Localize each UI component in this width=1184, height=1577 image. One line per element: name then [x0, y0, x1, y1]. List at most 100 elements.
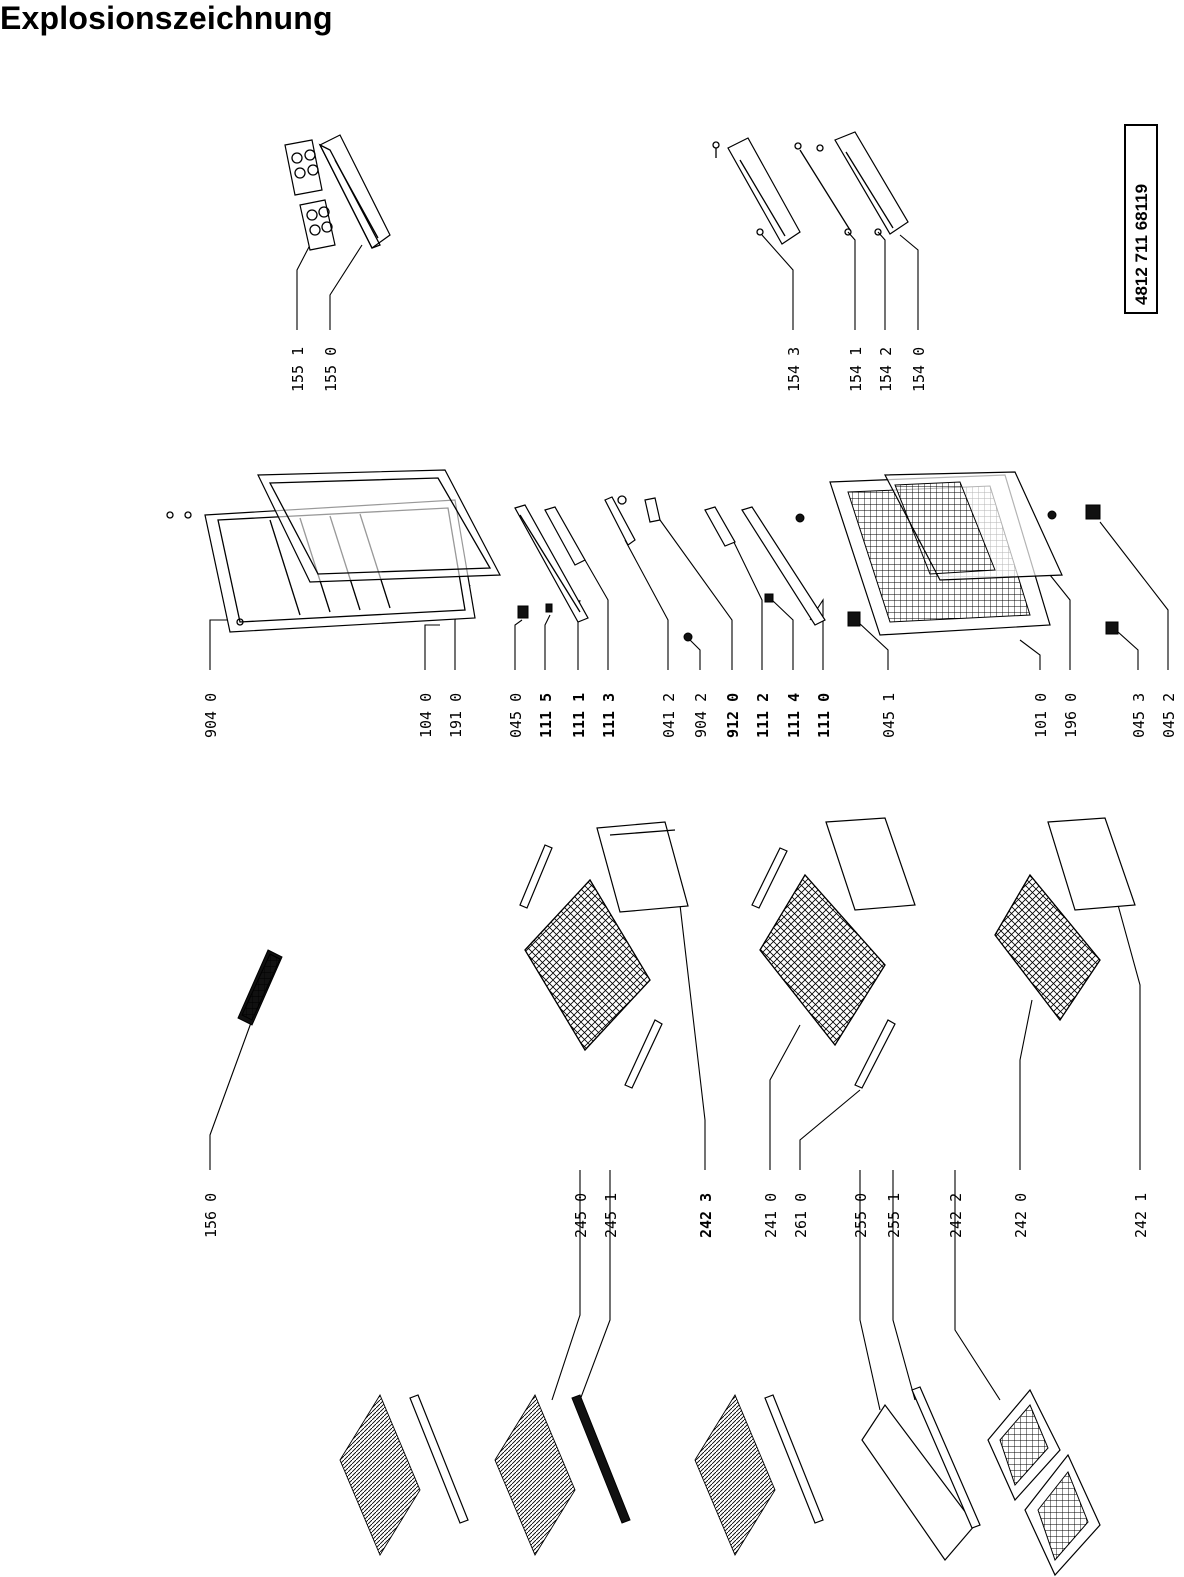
- label-261-0: 261 0: [792, 1193, 810, 1238]
- part-111-3-rail: [544, 506, 586, 566]
- leader-045-3: [1117, 631, 1139, 670]
- leader-101-0: [1019, 639, 1041, 670]
- label-101-0: 101 0: [1032, 693, 1050, 738]
- leader-154-1: [847, 231, 856, 330]
- leader-155-1: [296, 244, 311, 330]
- leader-111-4: [771, 599, 794, 670]
- leader-111-3: [584, 559, 609, 670]
- part-basket-middle-rail: [751, 847, 788, 909]
- label-154-0: 154 0: [910, 347, 928, 392]
- label-041-2: 041 2: [660, 693, 678, 738]
- leader-lines: [209, 231, 1169, 1411]
- part-111-1-rail: [514, 504, 589, 623]
- leader-242-0: [1019, 999, 1033, 1170]
- part-255-1-trim: [911, 1386, 981, 1529]
- label-245-1: 245 1: [602, 1193, 620, 1238]
- leader-154-3: [761, 234, 794, 330]
- label-191-0: 191 0: [447, 693, 465, 738]
- leader-104-0: [424, 624, 440, 670]
- leader-045-1: [857, 621, 889, 670]
- part-111-0-rail: [741, 506, 826, 626]
- label-111-5: 111 5: [537, 693, 555, 738]
- part-045-2-clip: [1085, 504, 1101, 520]
- part-242-3-front: [596, 821, 689, 913]
- label-255-1: 255 1: [885, 1193, 903, 1238]
- leader-241-0: [769, 1024, 801, 1170]
- part-155-0-door-shelf: [318, 134, 391, 249]
- part-basket-upper: [524, 878, 651, 1052]
- part-245-1-rail: [571, 1394, 631, 1524]
- leader-255-1: [892, 1170, 916, 1401]
- leader-045-0: [514, 619, 523, 670]
- part-basket-upper-rail-2: [624, 1019, 663, 1089]
- label-904-0: 904 0: [202, 693, 220, 738]
- part-241-0-basket: [759, 873, 886, 1047]
- label-242-2: 242 2: [947, 1193, 965, 1238]
- label-045-3: 045 3: [1130, 693, 1148, 738]
- part-041-2-hinge: [604, 495, 636, 546]
- label-111-0: 111 0: [815, 693, 833, 738]
- leader-242-3: [679, 904, 706, 1170]
- leader-904-2: [689, 639, 701, 670]
- part-196-0-gasket: [884, 471, 1063, 581]
- label-111-1: 111 1: [570, 693, 588, 738]
- leader-912-0: [659, 519, 733, 670]
- leader-045-2: [1099, 521, 1169, 670]
- part-242-0-basket: [994, 873, 1101, 1022]
- document-code: 4812 711 68119: [1132, 184, 1151, 305]
- label-045-1: 045 1: [880, 693, 898, 738]
- part-045-1-clip: [847, 611, 861, 627]
- leader-156-0: [209, 1019, 253, 1170]
- label-111-2: 111 2: [754, 693, 772, 738]
- label-912-0: 912 0: [724, 693, 742, 738]
- leader-245-0: [551, 1170, 581, 1401]
- part-111-2-rail: [704, 506, 736, 547]
- part-drawer-lower: [1024, 1453, 1101, 1577]
- label-242-0: 242 0: [1012, 1193, 1030, 1238]
- leader-111-5: [544, 614, 551, 670]
- part-basket-middle-front: [825, 817, 916, 911]
- label-154-3: 154 3: [785, 347, 803, 392]
- label-111-4: 111 4: [785, 693, 803, 738]
- label-045-0: 045 0: [507, 693, 525, 738]
- label-111-3: 111 3: [600, 693, 618, 738]
- part-261-0-rail: [854, 1019, 896, 1089]
- label-154-2: 154 2: [877, 347, 895, 392]
- part-shelf-top: [339, 1394, 469, 1556]
- leader-245-1: [579, 1170, 611, 1401]
- leader-255-0: [859, 1170, 881, 1411]
- label-154-1: 154 1: [847, 347, 865, 392]
- part-155-1-egg-trays: [284, 139, 336, 251]
- part-045-0-clip: [517, 605, 529, 619]
- part-245-0-shelf: [494, 1394, 576, 1556]
- part-904-2-screw: [683, 632, 693, 642]
- label-242-3: 242 3: [697, 1193, 715, 1238]
- leader-154-2: [877, 231, 886, 330]
- part-screw-lower-2: [1047, 510, 1057, 520]
- part-154-0-shelf: [794, 131, 909, 236]
- part-242-2-drawer: [987, 1388, 1061, 1502]
- leader-111-2: [727, 529, 763, 670]
- leader-242-1: [1117, 904, 1141, 1170]
- label-104-0: 104 0: [417, 693, 435, 738]
- label-255-0: 255 0: [852, 1193, 870, 1238]
- label-045-2: 045 2: [1160, 693, 1178, 738]
- part-154-3-shelf: [712, 137, 801, 245]
- part-191-0-gasket: [257, 469, 501, 583]
- label-904-2: 904 2: [692, 693, 710, 738]
- part-number-labels: 156 0 245 0 245 1 242 3 241 0 261 0 255 …: [202, 347, 1178, 1238]
- part-912-0-pin: [644, 497, 661, 523]
- label-155-1: 155 1: [289, 347, 307, 392]
- part-111-5-clip: [545, 603, 553, 613]
- part-basket-upper-rail-1: [519, 844, 553, 909]
- label-242-1: 242 1: [1132, 1193, 1150, 1238]
- leader-154-0: [899, 234, 919, 330]
- label-156-0: 156 0: [202, 1193, 220, 1238]
- leader-155-0: [329, 244, 363, 330]
- label-245-0: 245 0: [572, 1193, 590, 1238]
- leader-196-0: [1049, 574, 1071, 670]
- part-156-0-tray: [237, 949, 283, 1026]
- part-045-3-clip: [1105, 621, 1119, 635]
- document-code-box: [1124, 124, 1158, 314]
